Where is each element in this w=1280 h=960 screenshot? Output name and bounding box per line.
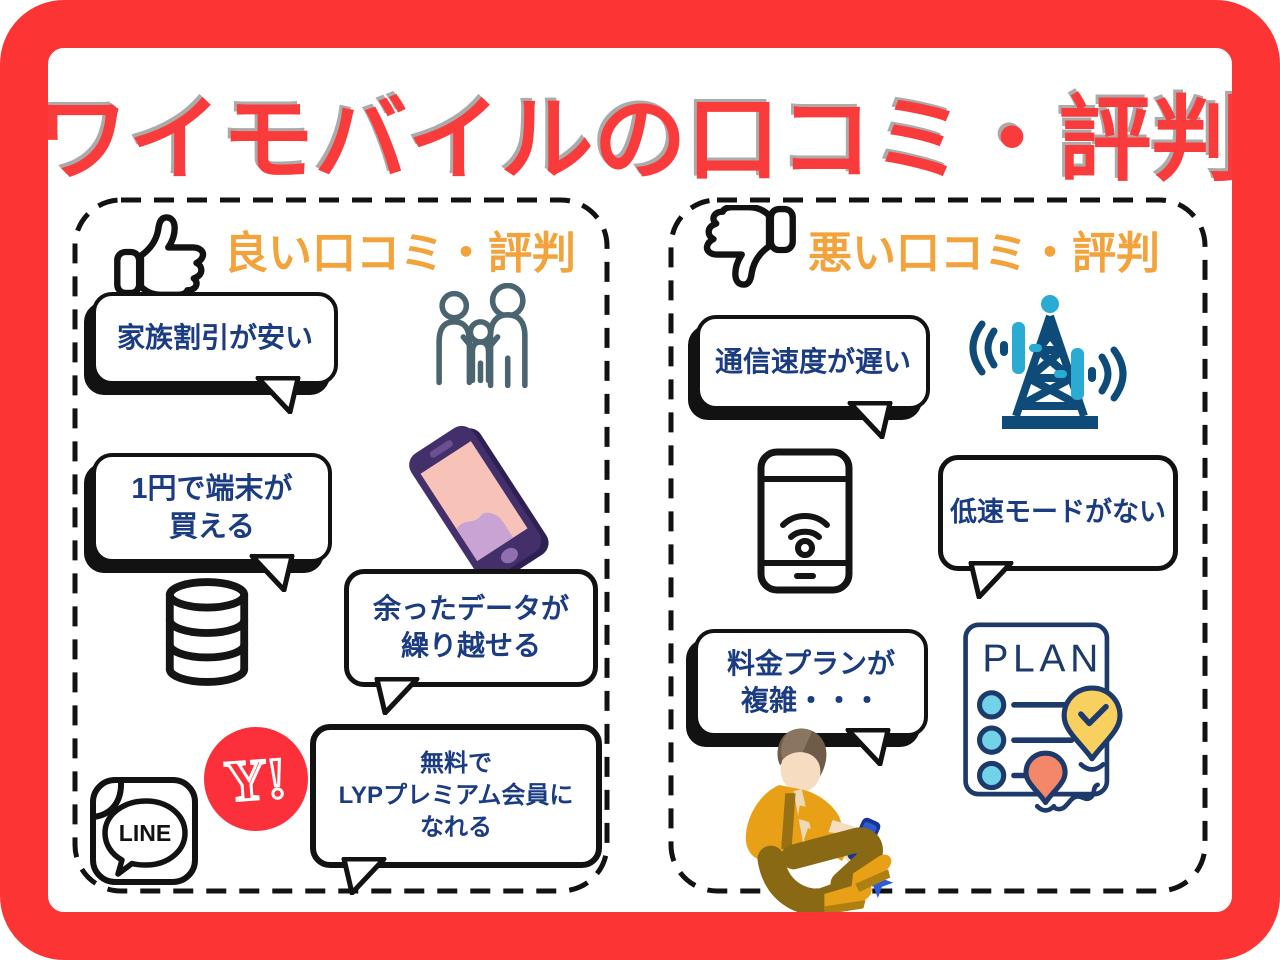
plan-label-text: PLAN (982, 637, 1103, 680)
bubble-tail (249, 554, 295, 592)
bubble-tail (845, 728, 891, 766)
bubble-text: 繰り越せる (400, 630, 541, 661)
bubble-slow-speed: 通信速度が遅い (696, 315, 930, 439)
bad-reviews-panel: 悪い口コミ・評判 通信速度が遅い (668, 197, 1208, 916)
bubble-text: LYPプレミアム会員に (338, 782, 574, 810)
bubble-text: 低速モードがない (950, 497, 1166, 528)
bubble-text: 複雑・・・ (740, 685, 881, 716)
bubble-complicated-plan: 料金プランが 複雑・・・ (694, 629, 928, 766)
bubble-text: 買える (168, 511, 256, 543)
thumbs-down-icon (703, 205, 796, 288)
bubble-family-discount: 家族割引が安い (92, 292, 338, 414)
good-panel-header: 良い口コミ・評判 (224, 229, 576, 278)
radio-tower-icon (969, 295, 1127, 429)
good-reviews-panel: 良い口コミ・評判 家族割引が安い 1円で端末が 買える (72, 197, 610, 895)
person-with-phone-illustration (745, 728, 894, 916)
bubble-text: 無料で (420, 750, 492, 778)
bubble-text: 余ったデータが (372, 593, 569, 625)
line-app-icon: LINE (90, 777, 198, 885)
yahoo-japan-icon: Y! (204, 727, 308, 831)
bubble-text: 1円で端末が (131, 472, 293, 505)
bubble-lyp-premium: 無料で LYPプレミアム会員に なれる (310, 724, 602, 895)
plan-checklist-icon: PLAN (963, 622, 1123, 813)
bubble-tail (341, 857, 387, 895)
bad-panel-header: 悪い口コミ・評判 (808, 229, 1160, 278)
bad-panel-dashed-border (668, 197, 1208, 894)
bubble-tail (255, 376, 301, 414)
bubble-one-yen-device: 1円で端末が 買える (92, 453, 332, 592)
smartphone-icon (409, 425, 549, 582)
yahoo-logo-text: Y! (222, 743, 291, 815)
good-panel-dashed-border (72, 197, 610, 894)
bubble-text: なれる (420, 813, 492, 841)
bubble-no-low-speed-mode: 低速モードがない (938, 455, 1178, 599)
data-stack-icon (165, 578, 249, 686)
bubble-tail (968, 561, 1014, 599)
bubble-tail (847, 401, 893, 439)
bubble-tail (374, 677, 420, 715)
line-logo-text: LINE (119, 820, 171, 846)
bubble-data-carryover: 余ったデータが 繰り越せる (344, 569, 598, 715)
family-icon (436, 283, 528, 389)
bubble-text: 通信速度が遅い (714, 346, 911, 378)
bubble-text: 家族割引が安い (116, 322, 313, 354)
thumbs-up-icon (114, 214, 207, 297)
phone-wifi-icon (757, 448, 853, 594)
bubble-text: 料金プランが (726, 648, 895, 680)
page-title: ワイモバイルの口コミ・評判 (35, 88, 1245, 192)
